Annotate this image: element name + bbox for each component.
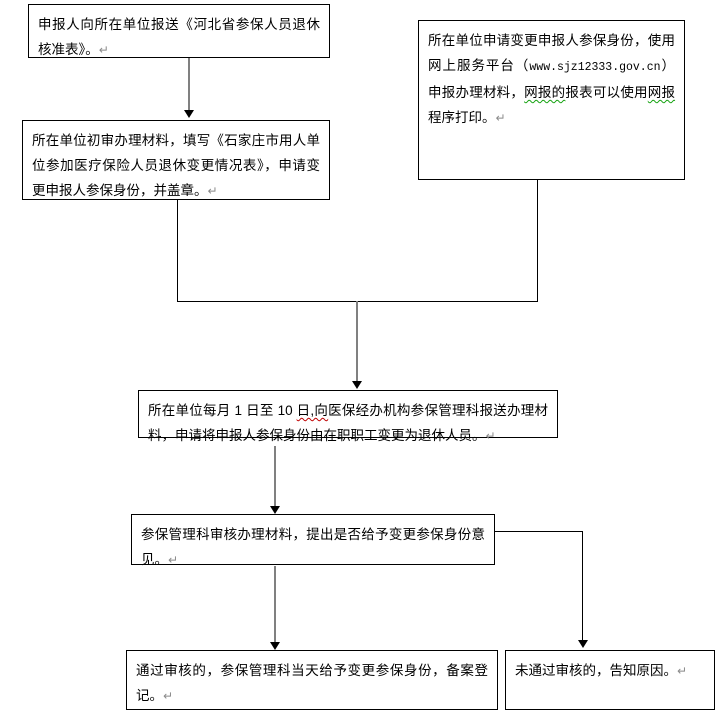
spellcheck-green-term: 网报的 [524,85,566,100]
connector-n5-to-n7-arrowhead [578,640,588,648]
service-platform-url: www.sjz12333.gov.cn [529,61,661,74]
connector-n5-to-n6-arrowhead [270,642,280,650]
connector-n1-to-n2-shaft [188,58,190,112]
node-text: 所在单位初审办理材料，填写《石家庄市用人单位参加医疗保险人员退休变更情况表》，申… [32,133,320,198]
node-monthly-submission-to-medical-insurance[interactable]: 所在单位每月 1 日至 10 日,向医保经办机构参保管理科报送办理材料，申请将申… [138,390,558,443]
node-text: 参保管理科审核办理材料，提出是否给予变更参保身份意见。↵ [141,527,485,567]
node-text: 所在单位申请变更申报人参保身份，使用网上服务平台（www.sjz12333.go… [428,28,675,131]
connector-n5-to-n7-horizontal [495,531,583,532]
pilcrow-mark: ↵ [495,111,506,125]
connector-n4-to-n5-shaft [274,446,276,508]
connector-n5-to-n6-shaft [274,566,276,644]
node-text-part-plain: 所在单位每月 1 日至 10 [148,403,297,418]
pilcrow-mark: ↵ [677,664,688,678]
node-employer-initial-review[interactable]: 所在单位初审办理材料，填写《石家庄市用人单位参加医疗保险人员退休变更情况表》，申… [22,120,330,200]
pilcrow-mark: ↵ [163,689,174,703]
node-text-part-plain: 报表可以使用 [565,85,648,100]
connector-n4-to-n5-arrowhead [270,506,280,514]
pilcrow-mark: ↵ [485,429,496,443]
node-online-platform-application[interactable]: 所在单位申请变更申报人参保身份，使用网上服务平台（www.sjz12333.go… [418,20,685,180]
node-insurance-dept-review[interactable]: 参保管理科审核办理材料，提出是否给予变更参保身份意见。↵ [131,514,495,567]
node-review-rejected-outcome[interactable]: 未通过审核的，告知原因。↵ [505,650,715,710]
node-text: 通过审核的，参保管理科当天给予变更参保身份，备案登记。↵ [136,663,488,703]
node-text-part-plain: 医保经办机构参保管理科报送办理材料，申请将申报人参保身份由在职职工变更为退休人员… [148,403,548,443]
pilcrow-mark: ↵ [168,553,179,567]
connector-merge-to-n4-shaft [356,301,358,382]
node-review-approved-outcome[interactable]: 通过审核的，参保管理科当天给予变更参保身份，备案登记。↵ [126,650,498,710]
node-text: 申报人向所在单位报送《河北省参保人员退休核准表》。↵ [38,17,320,57]
node-text-part-plain: 所在单位申请变更申报人参保身份，使用网上服务平台（ [428,33,675,73]
connector-merge-left-drop [177,200,178,301]
pilcrow-mark: ↵ [98,43,109,57]
node-text: 所在单位每月 1 日至 10 日,向医保经办机构参保管理科报送办理材料，申请将申… [148,398,548,449]
connector-merge-to-n4-arrowhead [352,381,362,389]
node-text-part-plain: ）申报办理材料， [428,58,675,100]
connector-n5-to-n7-shaft [582,531,583,642]
connector-merge-right-drop [537,180,538,301]
pilcrow-mark: ↵ [207,184,218,198]
node-text: 未通过审核的，告知原因。↵ [515,663,688,678]
node-text-part-plain: 程序打印。 [428,110,496,125]
node-submit-retirement-approval-form[interactable]: 申报人向所在单位报送《河北省参保人员退休核准表》。↵ [28,4,330,58]
spellcheck-red-term: 日,向 [296,403,329,418]
connector-n1-to-n2-arrowhead [184,110,194,118]
spellcheck-green-term: 网报 [647,85,676,100]
